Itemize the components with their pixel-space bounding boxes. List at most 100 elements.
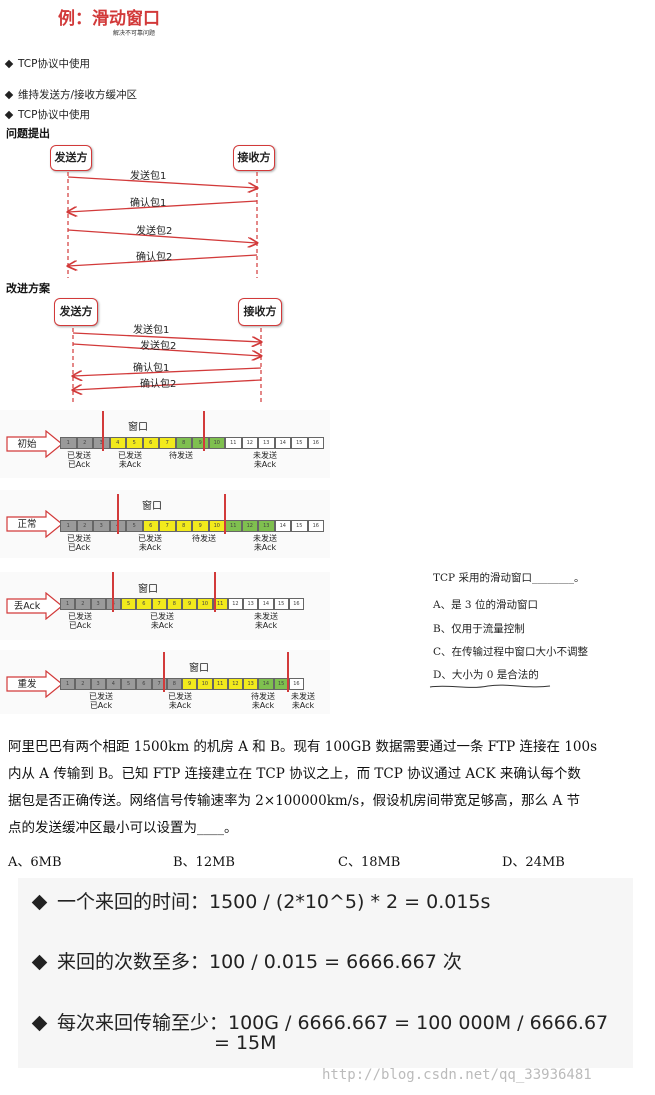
sender-box: 发送方 <box>50 145 92 171</box>
section-heading-solution: 改进方案 <box>6 282 50 295</box>
calc-line: 来回的次数至多：100 / 0.015 = 6666.667 次 <box>31 947 462 974</box>
message-label: 确认包1 <box>130 198 167 209</box>
problem-option: A、6MB <box>8 855 62 870</box>
window-cell: 13 <box>258 437 275 449</box>
receiver-box: 接收方 <box>233 145 275 171</box>
diamond-bullet-icon <box>31 954 48 971</box>
window-left-edge <box>117 494 119 534</box>
window-cell: 12 <box>227 598 243 610</box>
window-cell: 9 <box>192 520 209 532</box>
window-cell: 11 <box>225 520 242 532</box>
problem-option: B、12MB <box>173 855 235 870</box>
cell-caption: 已发送 已Ack <box>67 451 91 469</box>
window-cell: 2 <box>76 520 93 532</box>
window-cell: 14 <box>274 520 291 532</box>
window-cell: 5 <box>126 437 143 449</box>
window-cell: 13 <box>243 678 259 690</box>
window-cell: 16 <box>288 598 304 610</box>
window-cell: 15 <box>291 437 308 449</box>
sender-box: 发送方 <box>54 298 98 326</box>
window-cell: 2 <box>76 437 93 449</box>
window-cell: 8 <box>166 598 182 610</box>
window-cell: 9 <box>182 678 198 690</box>
window-left-edge <box>112 572 114 612</box>
cell-caption: 待发送 <box>192 534 216 543</box>
calculation-panel <box>18 878 633 1068</box>
calc-text: 每次来回传输至少：100G / 6666.667 = 100 000M / 66… <box>57 1012 609 1034</box>
window-cell: 11 <box>212 678 228 690</box>
window-cell: 7 <box>159 520 176 532</box>
window-cell: 9 <box>182 598 198 610</box>
problem-option: C、18MB <box>338 855 401 870</box>
window-cell: 14 <box>274 437 291 449</box>
window-cell: 13 <box>258 520 275 532</box>
section-heading-problem: 问题提出 <box>6 127 50 140</box>
window-cell: 7 <box>151 598 167 610</box>
window-label: 窗口 <box>142 501 162 512</box>
message-arrow <box>72 332 261 342</box>
state-name: 初始 <box>17 439 37 450</box>
message-arrow <box>68 200 258 212</box>
cell-caption: 未发送 未Ack <box>291 692 315 710</box>
message-arrow <box>73 367 262 376</box>
window-label: 窗口 <box>189 663 209 674</box>
window-cell: 11 <box>225 437 242 449</box>
bullet-text: TCP协议中使用 <box>18 58 90 70</box>
diamond-bullet-icon <box>31 1015 48 1032</box>
cell-caption: 未发送 未Ack <box>253 451 277 469</box>
problem-line: 内从 A 传输到 B。已知 FTP 连接建立在 TCP 协议之上，而 TCP 协… <box>8 766 581 782</box>
window-cell: 8 <box>166 678 182 690</box>
window-cell: 7 <box>159 437 176 449</box>
window-cell: 1 <box>60 520 77 532</box>
cell-caption: 已发送 未Ack <box>168 692 192 710</box>
handwritten-underline <box>429 684 551 688</box>
state-arrow <box>6 670 63 698</box>
window-cell: 4 <box>105 678 121 690</box>
window-cell: 12 <box>241 437 258 449</box>
diamond-bullet-icon <box>4 59 14 69</box>
window-cell: 10 <box>208 520 225 532</box>
cell-caption: 未发送 未Ack <box>253 534 277 552</box>
window-cell: 6 <box>136 598 152 610</box>
window-cell: 12 <box>241 520 258 532</box>
window-cell: 8 <box>175 520 192 532</box>
window-cell: 9 <box>192 437 209 449</box>
message-arrow <box>73 379 262 390</box>
problem-option: D、24MB <box>502 855 565 870</box>
window-cell: 11 <box>212 598 228 610</box>
window-cell: 14 <box>258 678 274 690</box>
window-cell: 5 <box>121 598 137 610</box>
window-cell: 8 <box>175 437 192 449</box>
problem-line: 据包是否正确传送。网络信号传输速率为 2×100000km/s，假设机房间带宽足… <box>8 793 581 809</box>
diamond-bullet-icon <box>4 90 14 100</box>
window-cell: 10 <box>197 678 213 690</box>
window-cell: 1 <box>60 437 77 449</box>
window-cell: 1 <box>60 678 76 690</box>
problem-line: 点的发送缓冲区最小可以设置为____。 <box>8 820 238 836</box>
cell-caption: 待发送 未Ack <box>251 692 275 710</box>
window-cell: 4 <box>109 437 126 449</box>
message-arrow <box>68 254 258 266</box>
quiz-option: C、在传输过程中窗口大小不调整 <box>433 646 589 658</box>
message-label: 确认包1 <box>133 363 170 374</box>
window-cell: 3 <box>93 520 110 532</box>
window-right-edge <box>224 494 226 534</box>
window-label: 窗口 <box>138 584 158 595</box>
window-cell: 3 <box>90 598 106 610</box>
state-arrow <box>6 430 63 458</box>
window-cell: 1 <box>60 598 76 610</box>
quiz-option: D、大小为 0 是合法的 <box>433 669 539 681</box>
window-cell: 6 <box>142 520 159 532</box>
window-right-edge <box>203 411 205 451</box>
message-label: 发送包1 <box>133 325 170 336</box>
message-arrow <box>72 343 261 356</box>
window-cell: 2 <box>75 678 91 690</box>
state-arrow <box>6 592 63 620</box>
cell-caption: 已发送 已Ack <box>89 692 113 710</box>
cell-caption: 已发送 未Ack <box>118 451 142 469</box>
window-cell: 16 <box>307 520 324 532</box>
window-cell: 14 <box>258 598 274 610</box>
message-label: 发送包2 <box>140 341 177 352</box>
cell-caption: 已发送 未Ack <box>138 534 162 552</box>
problem-text: 阿里巴巴有两个相距 1500km 的机房 A 和 B。现有 100GB 数据需要… <box>8 734 597 842</box>
